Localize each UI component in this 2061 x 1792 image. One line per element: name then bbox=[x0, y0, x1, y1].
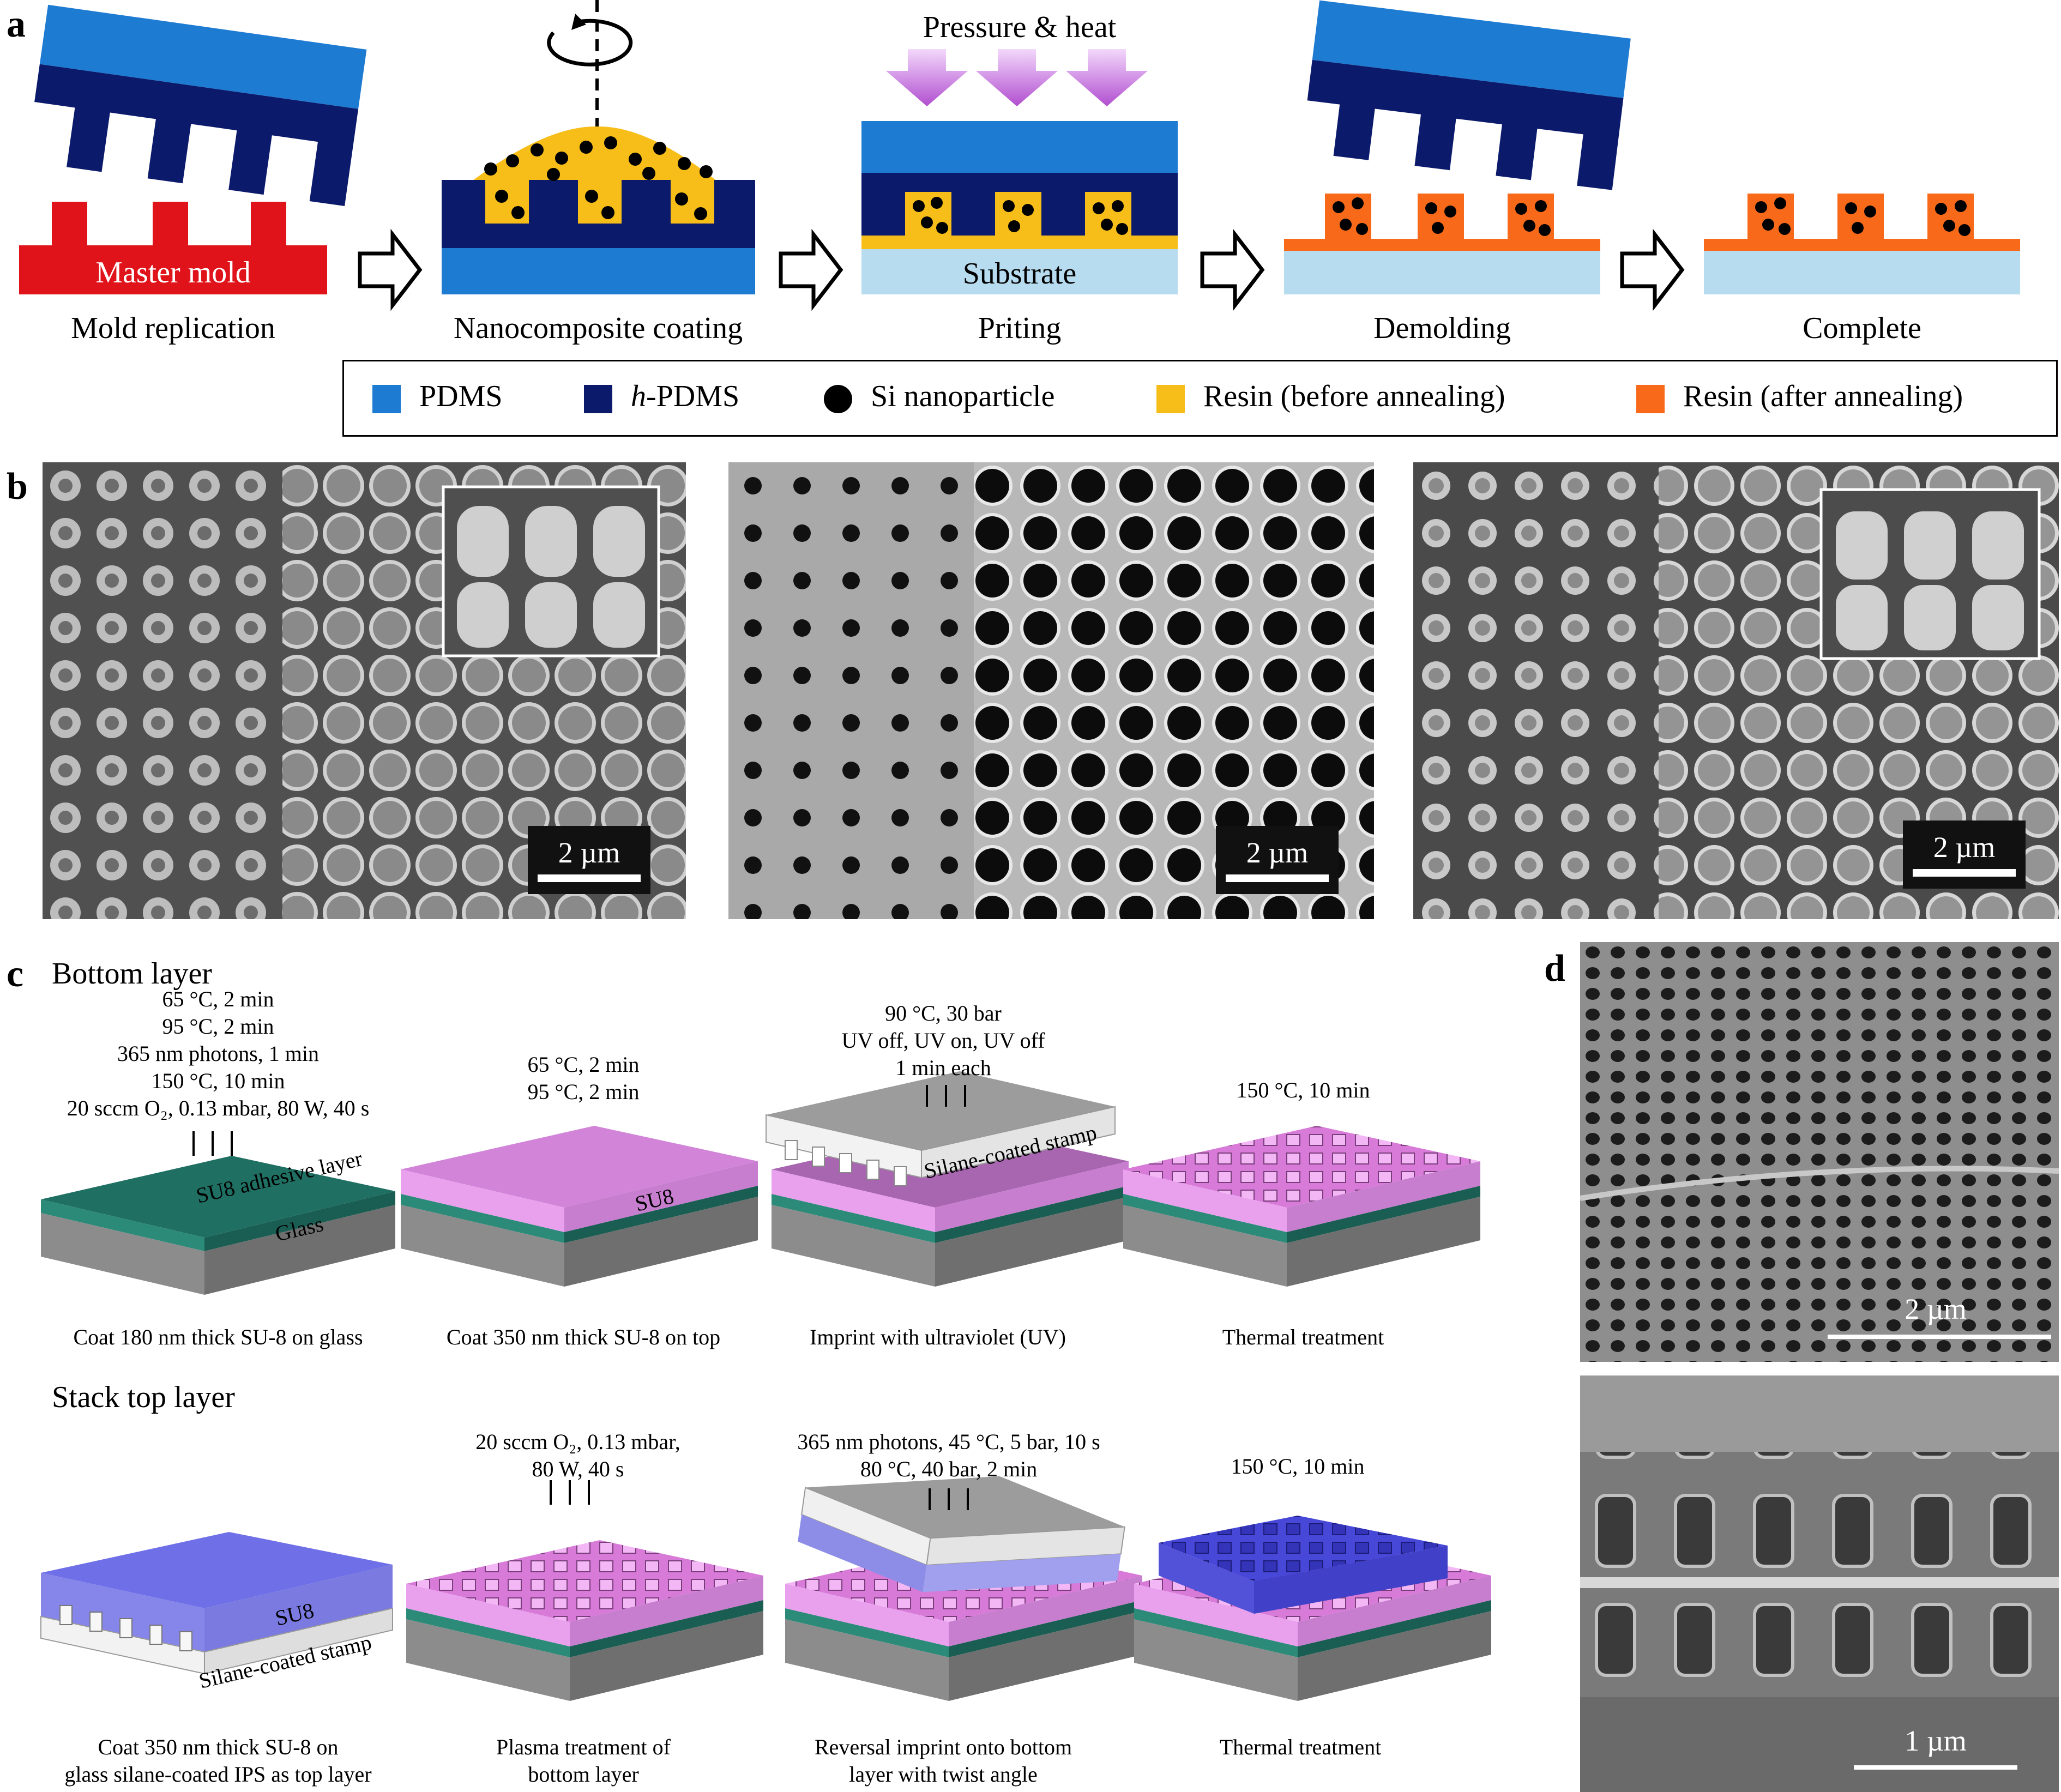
top-step2-conditions: 20 sccm O₂, 0.13 mbar, 80 W, 40 s bbox=[475, 1429, 680, 1481]
top-step3-caption: Reversal imprint onto bottom layer with … bbox=[814, 1735, 1072, 1787]
top-step4-conditions: 150 °C, 10 min bbox=[1231, 1454, 1365, 1479]
legend-item-h-pdms: h-PDMS bbox=[584, 379, 739, 414]
legend-item-resin-before: Resin (before annealing) bbox=[1156, 379, 1505, 414]
top-step3-conditions: 365 nm photons, 45 °C, 5 bar, 10 s 80 °C… bbox=[797, 1429, 1100, 1481]
legend-swatch-h-pdms bbox=[584, 385, 612, 414]
top-step4-caption: Thermal treatment bbox=[1219, 1735, 1382, 1759]
sem-image-cross-section bbox=[1580, 1375, 2059, 1792]
step-caption-complete: Complete bbox=[1803, 311, 1921, 345]
legend-swatch-si-nanoparticle bbox=[824, 385, 852, 414]
scale-bar-b3: 2 µm bbox=[1903, 820, 2026, 889]
bottom-step4-conditions: 150 °C, 10 min bbox=[1236, 1078, 1370, 1102]
bottom-step2-stack bbox=[401, 1126, 758, 1287]
scale-bar-d1-line bbox=[1828, 1335, 2051, 1339]
master-mold-label: Master mold bbox=[95, 256, 251, 289]
bottom-step1-caption: Coat 180 nm thick SU-8 on glass bbox=[73, 1325, 363, 1349]
sem-hole-lattice-top bbox=[1580, 942, 2059, 1362]
top-step3-stack bbox=[785, 1476, 1142, 1701]
panel-label-c: c bbox=[7, 953, 24, 995]
demolding-graphic bbox=[1284, 0, 1631, 294]
printing-graphic bbox=[861, 49, 1178, 294]
step-arrows bbox=[358, 228, 1685, 311]
step-caption-printing: Priting bbox=[978, 311, 1062, 345]
pressure-heat-label: Pressure & heat bbox=[923, 10, 1117, 44]
scale-bar-d1-text: 2 µm bbox=[1905, 1293, 1967, 1325]
panel-label-b: b bbox=[7, 466, 28, 508]
bottom-layer-title: Bottom layer bbox=[52, 957, 212, 991]
sem-image-top-view bbox=[1580, 942, 2059, 1362]
substrate-label: Substrate bbox=[962, 257, 1077, 291]
legend-swatch-resin-before bbox=[1156, 385, 1185, 414]
step-caption-demolding: Demolding bbox=[1373, 311, 1511, 345]
bottom-step3-caption: Imprint with ultraviolet (UV) bbox=[810, 1325, 1066, 1349]
step-caption-nanocomposite-coating: Nanocomposite coating bbox=[453, 311, 743, 345]
legend-swatch-pdms bbox=[372, 385, 401, 414]
scale-bar-b3-text: 2 µm bbox=[1933, 831, 1996, 864]
step-caption-mold-replication: Mold replication bbox=[71, 311, 275, 345]
scale-bar-b2: 2 µm bbox=[1216, 826, 1339, 894]
bottom-step4-caption: Thermal treatment bbox=[1222, 1325, 1384, 1349]
bottom-step3-stack bbox=[766, 1071, 1129, 1287]
legend-item-resin-after: Resin (after annealing) bbox=[1636, 379, 1963, 414]
mold-stamp-tilted bbox=[34, 4, 367, 207]
bottom-step1-stack bbox=[41, 1131, 395, 1295]
scale-bar-b3-line bbox=[1913, 869, 2016, 877]
bottom-step1-conditions: 65 °C, 2 min 95 °C, 2 min 365 nm photons… bbox=[67, 987, 370, 1120]
bottom-step2-caption: Coat 350 nm thick SU-8 on top bbox=[446, 1325, 721, 1349]
panel-label-d: d bbox=[1544, 948, 1565, 989]
sem-image-holes bbox=[728, 462, 1374, 919]
scale-bar-b1: 2 µm bbox=[528, 826, 650, 894]
top-step1-caption: Coat 350 nm thick SU-8 on glass silane-c… bbox=[64, 1735, 372, 1787]
master-mold bbox=[19, 202, 327, 294]
legend-box: PDMS h-PDMS Si nanoparticle Resin (befor… bbox=[342, 360, 2058, 437]
scale-bar-b2-line bbox=[1226, 874, 1329, 882]
sem-hole-array bbox=[728, 462, 1374, 919]
complete-graphic bbox=[1704, 194, 2020, 294]
scale-bar-d2-text: 1 µm bbox=[1905, 1724, 1967, 1757]
top-step2-caption: Plasma treatment of bottom layer bbox=[496, 1735, 671, 1787]
scale-bar-b2-text: 2 µm bbox=[1246, 836, 1309, 869]
scale-bar-d2-line bbox=[1854, 1765, 2017, 1770]
stack-top-layer-title: Stack top layer bbox=[52, 1380, 235, 1414]
panel-label-a: a bbox=[7, 3, 26, 45]
top-step2-stack bbox=[406, 1480, 763, 1701]
sem-cross-section-layers bbox=[1580, 1375, 2059, 1792]
top-step1-stack bbox=[40, 1532, 393, 1675]
bottom-step4-stack bbox=[1123, 1126, 1480, 1287]
bottom-step3-conditions: 90 °C, 30 bar UV off, UV on, UV off 1 mi… bbox=[841, 1001, 1045, 1080]
scale-bar-b1-line bbox=[538, 874, 641, 882]
nanocomposite-coating-graphic bbox=[442, 0, 755, 294]
top-step4-stack bbox=[1134, 1516, 1491, 1701]
scale-bar-b1-text: 2 µm bbox=[558, 836, 620, 869]
bottom-step2-conditions: 65 °C, 2 min 95 °C, 2 min bbox=[527, 1052, 640, 1104]
legend-item-pdms: PDMS bbox=[372, 379, 503, 414]
legend-item-si-nanoparticle: Si nanoparticle bbox=[824, 379, 1054, 414]
legend-swatch-resin-after bbox=[1636, 385, 1665, 414]
